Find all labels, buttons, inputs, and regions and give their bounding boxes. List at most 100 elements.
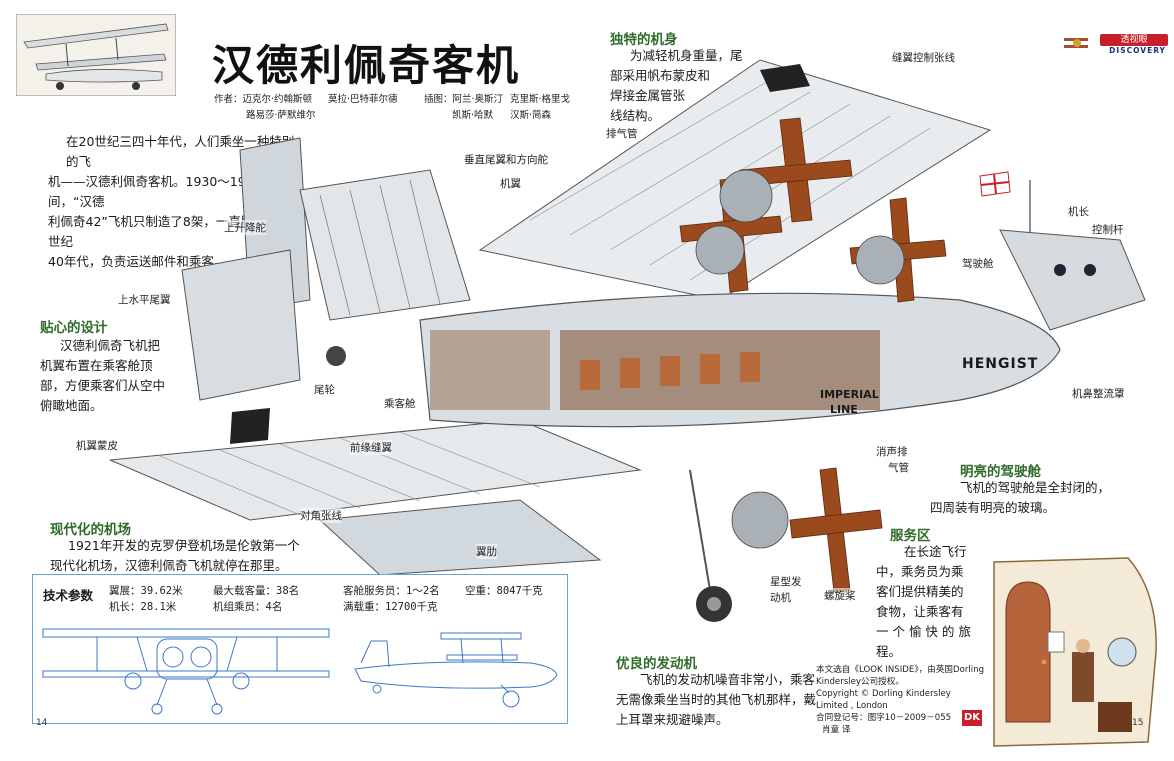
badge-sub: DISCOVERY (1109, 46, 1166, 55)
label-control-stick: 控制杆 (1092, 222, 1124, 237)
intro-line: 40年代，负责运送邮件和乘客。 (48, 254, 227, 269)
label-cockpit: 驾驶舱 (962, 256, 994, 271)
service-line: 客们提供精美的 (876, 584, 964, 599)
badge-label: 透视眼 (1100, 34, 1168, 46)
engine-line: 无需像乘坐当时的其他飞机那样，戴 (616, 692, 817, 707)
intro-paragraph: 在20世纪三四十年代，人们乘坐一种特别的飞 机——汉德利佩奇客机。1930～19… (48, 132, 300, 272)
discovery-badge: 透视眼 DISCOVERY (1062, 34, 1168, 56)
thumbnail-plane-illustration (16, 14, 176, 96)
tech-specs-title: 技术参数 (43, 588, 94, 603)
label-elevator: 上升降舵 (224, 220, 266, 235)
copyright-block: 本文选自《LOOK INSIDE》，由英国Dorling Kindersley公… (816, 664, 984, 736)
credit-illus-line-2: 凯斯·哈默 (452, 110, 494, 121)
fuselage-line: 线结构。 (610, 108, 661, 123)
credit-illustrators-2: 克里斯·格里戈 汉斯·简森 (510, 92, 570, 124)
credit-author-line-2: 路易莎·萨默维尔 (246, 110, 316, 121)
airport-line: 1921年开发的克罗伊登机场是伦敦第一个 (68, 538, 300, 553)
fuselage-name-imperial: IMPERIAL (820, 388, 879, 401)
copyright-line: Limited , London (816, 701, 888, 711)
airport-line: 现代化机场，汉德利佩奇飞机就停在那里。 (50, 558, 288, 573)
spec-crew: 机组乘员：4名 (213, 601, 283, 613)
cockpit-paragraph: 飞机的驾驶舱是全封闭的， 四周装有明亮的玻璃。 (930, 478, 1130, 518)
service-line: 食物，让乘客有 (876, 604, 964, 619)
biplane-logo-icon (1064, 38, 1088, 48)
fuselage-line: 为减轻机身重量，尾 (630, 48, 743, 63)
label-diagonal-wire: 对角张线 (300, 508, 342, 523)
lower-wing (109, 408, 642, 576)
credit-authors: 作者：迈克尔·约翰斯顿 路易莎·萨默维尔 (214, 92, 316, 124)
label-cabin: 乘客舱 (384, 396, 416, 411)
service-line: 程。 (876, 644, 902, 659)
fuselage-line: 部采用帆布蒙皮和 (610, 68, 711, 83)
heading-service: 服务区 (890, 528, 931, 544)
label-radial-line-1: 星型发 (770, 576, 802, 588)
copyright-line: 合同登记号：图字10－2009－055 (816, 713, 952, 723)
page-title: 汉德利佩奇客机 (212, 41, 521, 90)
label-muffler-line-1: 消声排 (876, 446, 908, 458)
blueprint-side-view (354, 632, 558, 708)
engine-line: 上耳罩来规避噪声。 (616, 712, 729, 727)
spec-wingspan: 翼展：39.62米 (109, 585, 183, 597)
credit-illus-line-4: 汉斯·简森 (510, 110, 552, 121)
cockpit-line: 飞机的驾驶舱是全封闭的， (960, 480, 1111, 495)
label-wing: 机翼 (500, 176, 521, 191)
heading-cockpit: 明亮的驾驶舱 (960, 464, 1041, 480)
spec-max-passengers: 最大载客量：38名 (213, 585, 300, 597)
label-leading-slat: 前缘缝翼 (350, 440, 392, 455)
fuselage (419, 292, 1061, 428)
engines (695, 169, 905, 549)
design-line: 汉德利佩奇飞机把 (60, 338, 161, 353)
label-rib: 翼肋 (476, 544, 497, 559)
copyright-line: 本文选自《LOOK INSIDE》，由英国Dorling (816, 665, 985, 675)
design-line: 俯瞰地面。 (40, 398, 103, 413)
label-slat-wire: 缝翼控制张线 (892, 50, 955, 65)
credit-illus-line-3: 克里斯·格里戈 (510, 94, 571, 105)
fuselage-line: 焊接金属管张 (610, 88, 686, 103)
intro-line: 在20世纪三四十年代，人们乘坐一种特别的飞 (66, 134, 295, 169)
credit-author-line-1: 作者：迈克尔·约翰斯顿 (214, 94, 313, 105)
fuselage-name-line: LINE (830, 403, 858, 416)
label-radial-line-2: 动机 (770, 592, 791, 604)
heading-design: 贴心的设计 (40, 320, 108, 336)
engine-line: 飞机的发动机噪音非常小，乘客 (640, 672, 816, 687)
label-tailwheel: 尾轮 (314, 382, 335, 397)
copyright-line: Copyright © Dorling Kindersley (816, 689, 951, 699)
label-muffler: 消声排 气管 (876, 444, 909, 476)
page-number-right: 15 (1132, 718, 1144, 728)
fuselage-name-hengist: HENGIST (962, 356, 1039, 372)
spec-empty-weight: 空重：8047千克 (465, 585, 543, 597)
service-line: 中，乘务员为乘 (876, 564, 964, 579)
credit-illustrators: 插图：阿兰·奥斯汀 凯斯·哈默 (424, 92, 503, 124)
service-line: 在长途飞行 (904, 544, 967, 559)
design-paragraph: 汉德利佩奇飞机把 机翼布置在乘客舱顶 部，方便乘客们从空中 俯瞰地面。 (40, 336, 200, 416)
copyright-line: 肖童 译 (822, 725, 851, 735)
intro-line: 机——汉德利佩奇客机。1930～1931年间，“汉德 (48, 174, 275, 209)
service-paragraph: 在长途飞行 中，乘务员为乘 客们提供精美的 食物，让乘客有 一 个 愉 快 的 … (876, 542, 984, 662)
spec-gross-weight: 满载重：12700千克 (343, 601, 438, 613)
airport-paragraph: 1921年开发的克罗伊登机场是伦敦第一个 现代化机场，汉德利佩奇飞机就停在那里。 (50, 536, 310, 576)
label-vertical-tail: 垂直尾翼和方向舵 (464, 152, 548, 167)
cockpit-line: 四周装有明亮的玻璃。 (930, 500, 1056, 515)
tech-specs-box: 技术参数 翼展：39.62米 机长：28.1米 最大载客量：38名 机组乘员：4… (32, 574, 568, 724)
tail-assembly (181, 137, 471, 401)
spec-length: 机长：28.1米 (109, 601, 177, 613)
copyright-line: Kindersley公司授权。 (816, 677, 904, 687)
fuselage-paragraph: 为减轻机身重量，尾 部采用帆布蒙皮和 焊接金属管张 线结构。 (610, 46, 750, 126)
credit-illus-line-1: 插图：阿兰·奥斯汀 (424, 94, 504, 105)
design-line: 部，方便乘客们从空中 (40, 378, 166, 393)
label-wing-skin: 机翼蒙皮 (76, 438, 118, 453)
credit-author-extra: 莫拉·巴特菲尔德 (328, 94, 398, 105)
undercarriage (689, 469, 732, 622)
service-area-illustration (993, 557, 1157, 747)
heading-engine: 优良的发动机 (616, 656, 697, 672)
engine-paragraph: 飞机的发动机噪音非常小，乘客 无需像乘坐当时的其他飞机那样，戴 上耳罩来规避噪声… (616, 670, 816, 730)
heading-airport: 现代化的机场 (50, 522, 131, 538)
label-tailplane: 上水平尾翼 (118, 292, 171, 307)
label-captain: 机长 (1068, 204, 1089, 219)
design-line: 机翼布置在乘客舱顶 (40, 358, 153, 373)
spec-attendants: 客舱服务员：1～2名 (343, 585, 440, 597)
page-number-left: 14 (36, 718, 48, 728)
blueprint-front-view (42, 628, 330, 715)
heading-fuselage: 独特的机身 (610, 32, 678, 48)
